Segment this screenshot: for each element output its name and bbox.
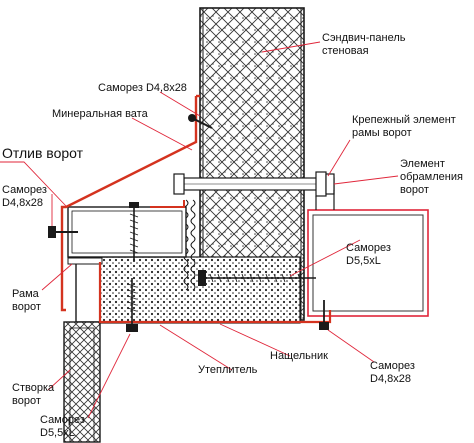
label-screw-bottom-left-line2: D5,5xL — [40, 427, 75, 439]
label-gate-frame: Рама ворот — [12, 288, 41, 314]
leader-lines — [0, 41, 399, 419]
label-screw-bottom-left: Саморез D5,5xL — [40, 414, 85, 440]
label-gate-leaf-line2: ворот — [12, 395, 41, 407]
label-gate-leaf: Створка ворот — [12, 382, 54, 408]
label-screw-bottom-right: Саморез D4,8x28 — [370, 360, 415, 386]
label-framing-line3: ворот — [400, 184, 429, 196]
label-insulation: Утеплитель — [198, 364, 258, 376]
label-framing-line2: обрамления — [400, 171, 463, 183]
fastener-bolt — [173, 171, 335, 210]
label-screw-left-line2: D4,8x28 — [2, 197, 43, 209]
label-fastener: Крепежный элемент рамы ворот — [352, 114, 456, 140]
framing-element — [307, 209, 429, 317]
screw-mid-top — [129, 202, 139, 262]
label-gate-frame-line2: ворот — [12, 301, 41, 313]
label-mineral-wool: Минеральная вата — [52, 108, 148, 120]
label-screw-bottom-right-line1: Саморез — [370, 360, 415, 372]
screw-bottom-left — [126, 278, 138, 332]
label-screw-top: Саморез D4,8x28 — [98, 82, 187, 94]
label-flashing: Отлив ворот — [2, 145, 84, 161]
label-gate-leaf-line1: Створка — [12, 382, 55, 394]
label-framing: Элемент обрамления ворот — [400, 158, 463, 197]
screw-bottom-right — [319, 300, 329, 330]
label-fastener-line2: рамы ворот — [352, 127, 412, 139]
screw-left — [48, 226, 78, 238]
label-screw-left: Саморез D4,8x28 — [2, 184, 47, 210]
insulation-block — [99, 256, 301, 324]
flashing-profile — [60, 94, 332, 324]
label-screw-left-line1: Саморез — [2, 184, 47, 196]
label-cover-strip: Нащельник — [270, 350, 328, 362]
label-screw-mid-right-line1: Саморез — [346, 242, 391, 254]
gate-frame — [67, 206, 187, 323]
screw-mid-right — [198, 270, 316, 286]
label-sandwich-panel-line2: стеновая — [322, 45, 369, 57]
label-screw-mid-right-line2: D5,5xL — [346, 255, 381, 267]
gate-leaf — [63, 321, 101, 443]
label-framing-line1: Элемент — [400, 158, 445, 170]
label-sandwich-panel-line1: Сэндвич-панель — [322, 32, 406, 44]
label-screw-bottom-left-line1: Саморез — [40, 414, 85, 426]
screw-top — [188, 114, 213, 129]
label-sandwich-panel: Сэндвич-панель стеновая — [322, 32, 405, 58]
label-screw-mid-right: Саморез D5,5xL — [346, 242, 391, 268]
label-screw-bottom-right-line2: D4,8x28 — [370, 373, 411, 385]
label-fastener-line1: Крепежный элемент — [352, 114, 456, 126]
label-gate-frame-line1: Рама — [12, 288, 39, 300]
